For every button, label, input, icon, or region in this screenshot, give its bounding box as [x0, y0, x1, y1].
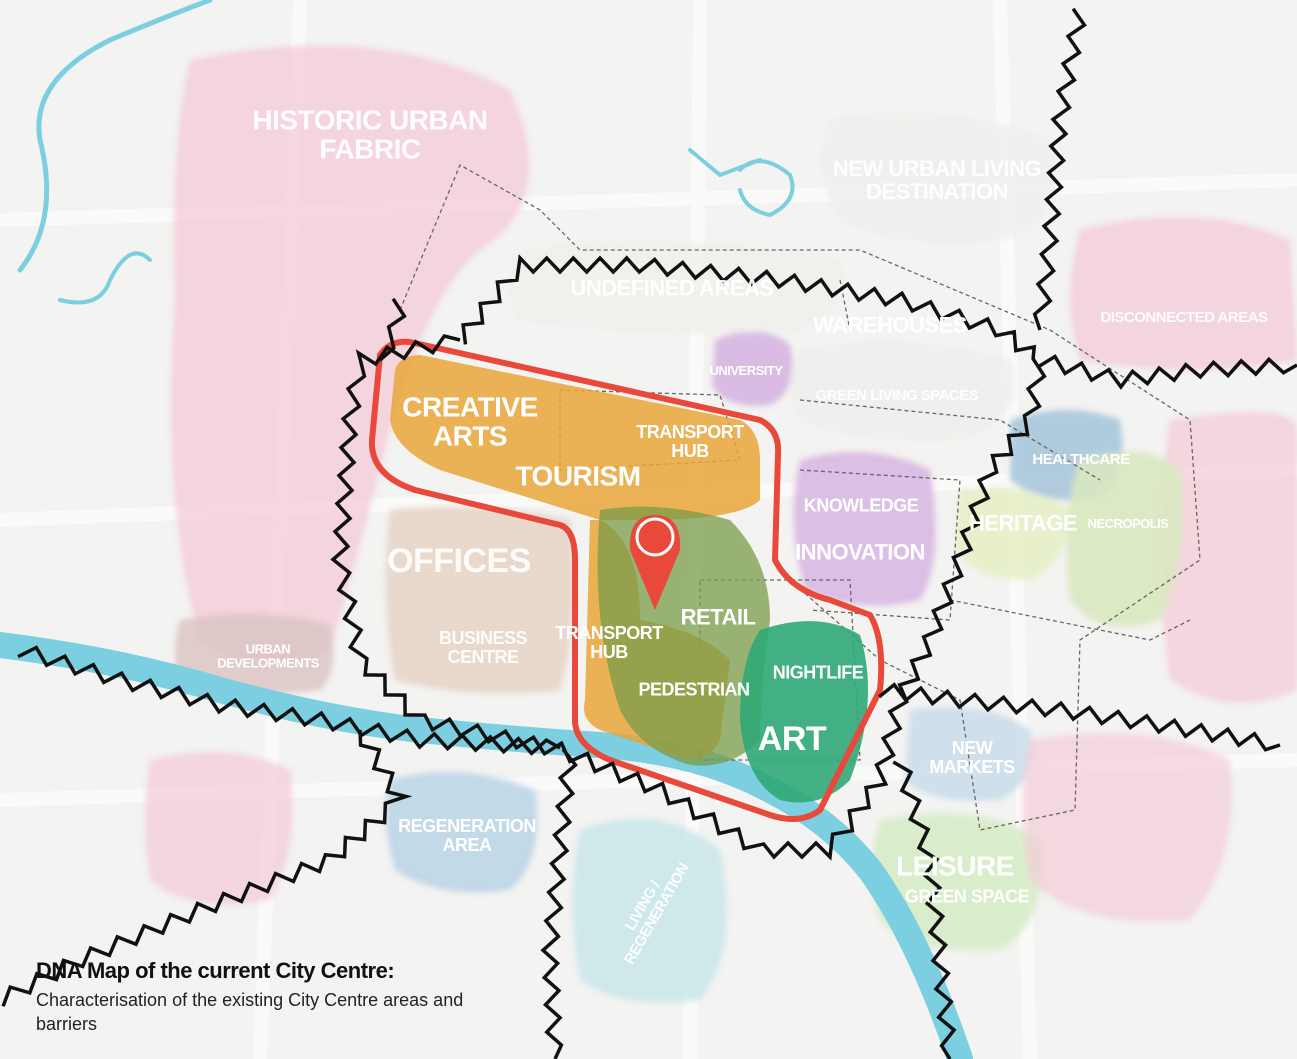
disconnected-zone	[1070, 217, 1297, 370]
barrier-north-east	[1032, 7, 1087, 331]
label-university: UNIVERSITY	[709, 363, 783, 379]
necropolis-zone	[1066, 452, 1183, 627]
new-urban-living-zone	[822, 113, 1055, 243]
left-pink-zone	[145, 752, 293, 905]
barrier-ring	[330, 254, 1047, 861]
barrier-river-west	[17, 645, 561, 756]
label-healthcare: HEALTHCARE	[1032, 451, 1130, 469]
barrier-south-west	[1, 729, 413, 1007]
label-necropolis: NECROPOLIS	[1087, 516, 1169, 532]
label-disconnected-areas: DISCONNECTED AREAS	[1100, 309, 1268, 327]
barrier-east	[1037, 354, 1297, 390]
teal-core-zone	[740, 621, 868, 803]
barrier-lines	[1, 7, 1297, 1059]
green-living-zone	[790, 342, 1015, 441]
leisure-zone	[872, 813, 1042, 951]
label-art: ART	[757, 720, 827, 759]
label-green-living-spaces: GREEN LIVING SPACES	[815, 387, 979, 405]
offices-zone	[386, 506, 574, 694]
label-undefined-areas: UNDEFINED AREAS	[570, 275, 774, 301]
label-retail: RETAIL	[680, 604, 756, 630]
urban-developments-zone	[175, 613, 334, 695]
caption-subtitle: Characterisation of the existing City Ce…	[36, 990, 464, 1035]
label-offices: OFFICES	[387, 542, 531, 581]
barrier-east-lower	[878, 682, 1281, 752]
label-warehouses: WAREHOUSES	[813, 312, 967, 338]
map-caption: DNA Map of the current City Centre: Char…	[36, 958, 476, 1037]
caption-title: DNA Map of the current City Centre:	[36, 958, 395, 983]
right-pink-zone	[1160, 412, 1297, 703]
core-outline	[368, 338, 885, 822]
label-leisure: LEISURE	[896, 850, 1014, 882]
label-nightlife: NIGHTLIFE	[772, 662, 864, 683]
new-markets-zone	[905, 707, 1032, 801]
barrier-south	[540, 748, 578, 1059]
heritage-zone	[955, 487, 1070, 580]
right-bottom-pink-zone	[1022, 733, 1232, 922]
location-pin-icon	[629, 515, 681, 610]
regeneration-zone	[386, 772, 538, 893]
barrier-south-east	[892, 760, 957, 1059]
label-pedestrian: PEDESTRIAN	[638, 679, 750, 700]
university-zone	[712, 331, 793, 406]
label-tourism: TOURISM	[515, 460, 641, 492]
label-innovation: INNOVATION	[795, 539, 925, 565]
living-regeneration-zone	[572, 818, 727, 1003]
label-knowledge: KNOWLEDGE	[803, 495, 919, 516]
knowledge-innovation-zone	[793, 452, 936, 606]
historic-fabric-zone	[170, 45, 530, 663]
label-heritage: HERITAGE	[968, 510, 1078, 536]
barrier-west-north	[378, 297, 407, 362]
label-green-space: GREEN SPACE	[904, 886, 1030, 907]
